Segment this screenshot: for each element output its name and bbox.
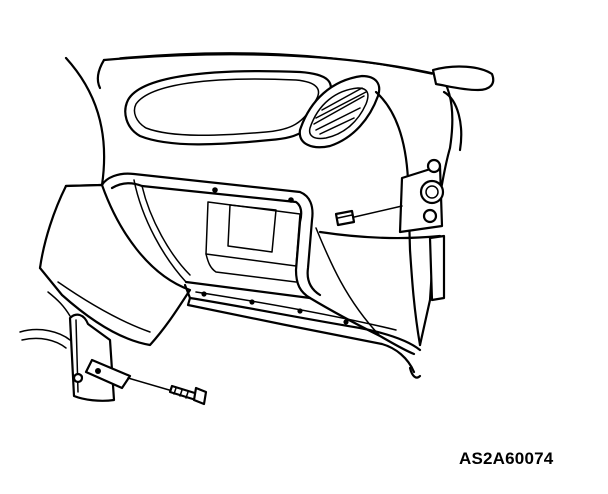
- bolt-right: [334, 205, 403, 227]
- screw-left: [127, 377, 208, 406]
- reference-code: AS2A60074: [459, 449, 554, 468]
- air-vent: [298, 74, 381, 149]
- side-bracket: [19, 291, 132, 402]
- lower-trim-panel: [183, 283, 422, 374]
- right-side-panel: [308, 90, 446, 379]
